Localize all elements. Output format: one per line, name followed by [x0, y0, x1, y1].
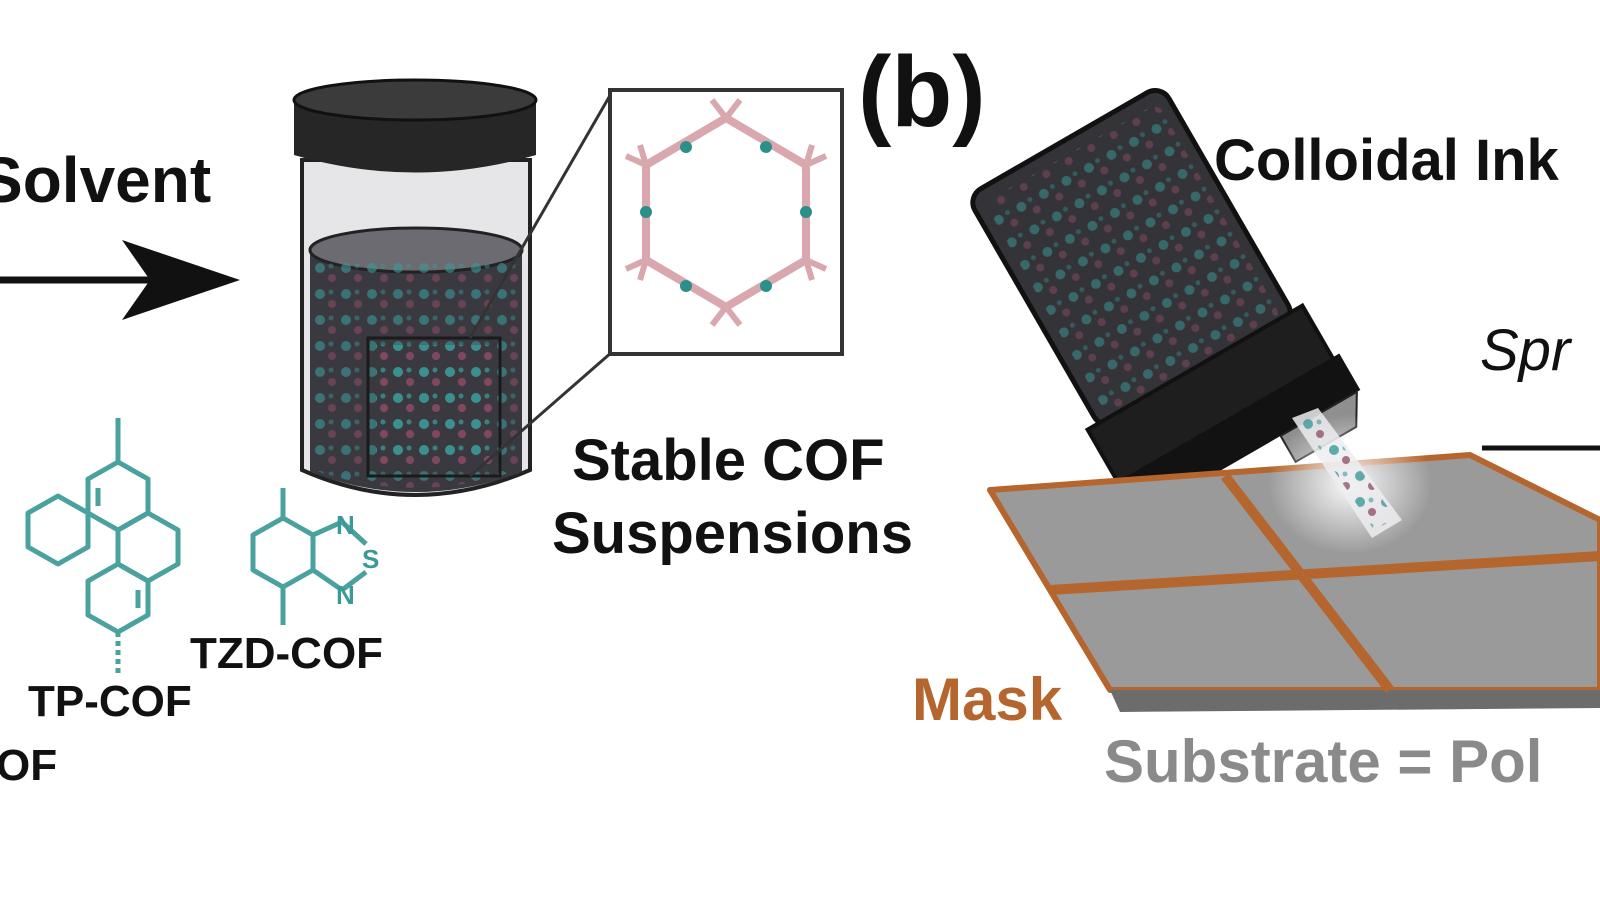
tzd-cof-label: TZD-COF [190, 629, 383, 678]
process-arrow [0, 240, 240, 320]
stable-suspensions-label-line2: Suspensions [552, 501, 913, 566]
panel-label-b: (b) [858, 36, 986, 148]
spray-label: Spr [1480, 318, 1573, 383]
tzd-cof-structure [250, 488, 368, 625]
substrate-label: Substrate = Pol [1104, 728, 1542, 795]
zoom-lines [468, 91, 614, 478]
tp-cof-label: TP-COF [28, 677, 192, 726]
colloidal-ink-label: Colloidal Ink [1214, 128, 1560, 193]
atom-label-n1: N [336, 510, 355, 540]
spray-gun [970, 88, 1361, 522]
stable-suspensions-label-line1: Stable COF [572, 428, 885, 493]
cof-label-left: OF [0, 741, 57, 790]
solvent-label: Solvent [0, 144, 211, 216]
atom-label-n2: N [336, 580, 355, 610]
framework-zoom-box [608, 88, 844, 356]
spray-plume [1268, 408, 1432, 554]
mask-label: Mask [912, 666, 1063, 733]
cof-jar [292, 78, 538, 497]
atom-label-s: S [362, 544, 379, 574]
tp-cof-structure [25, 418, 181, 676]
